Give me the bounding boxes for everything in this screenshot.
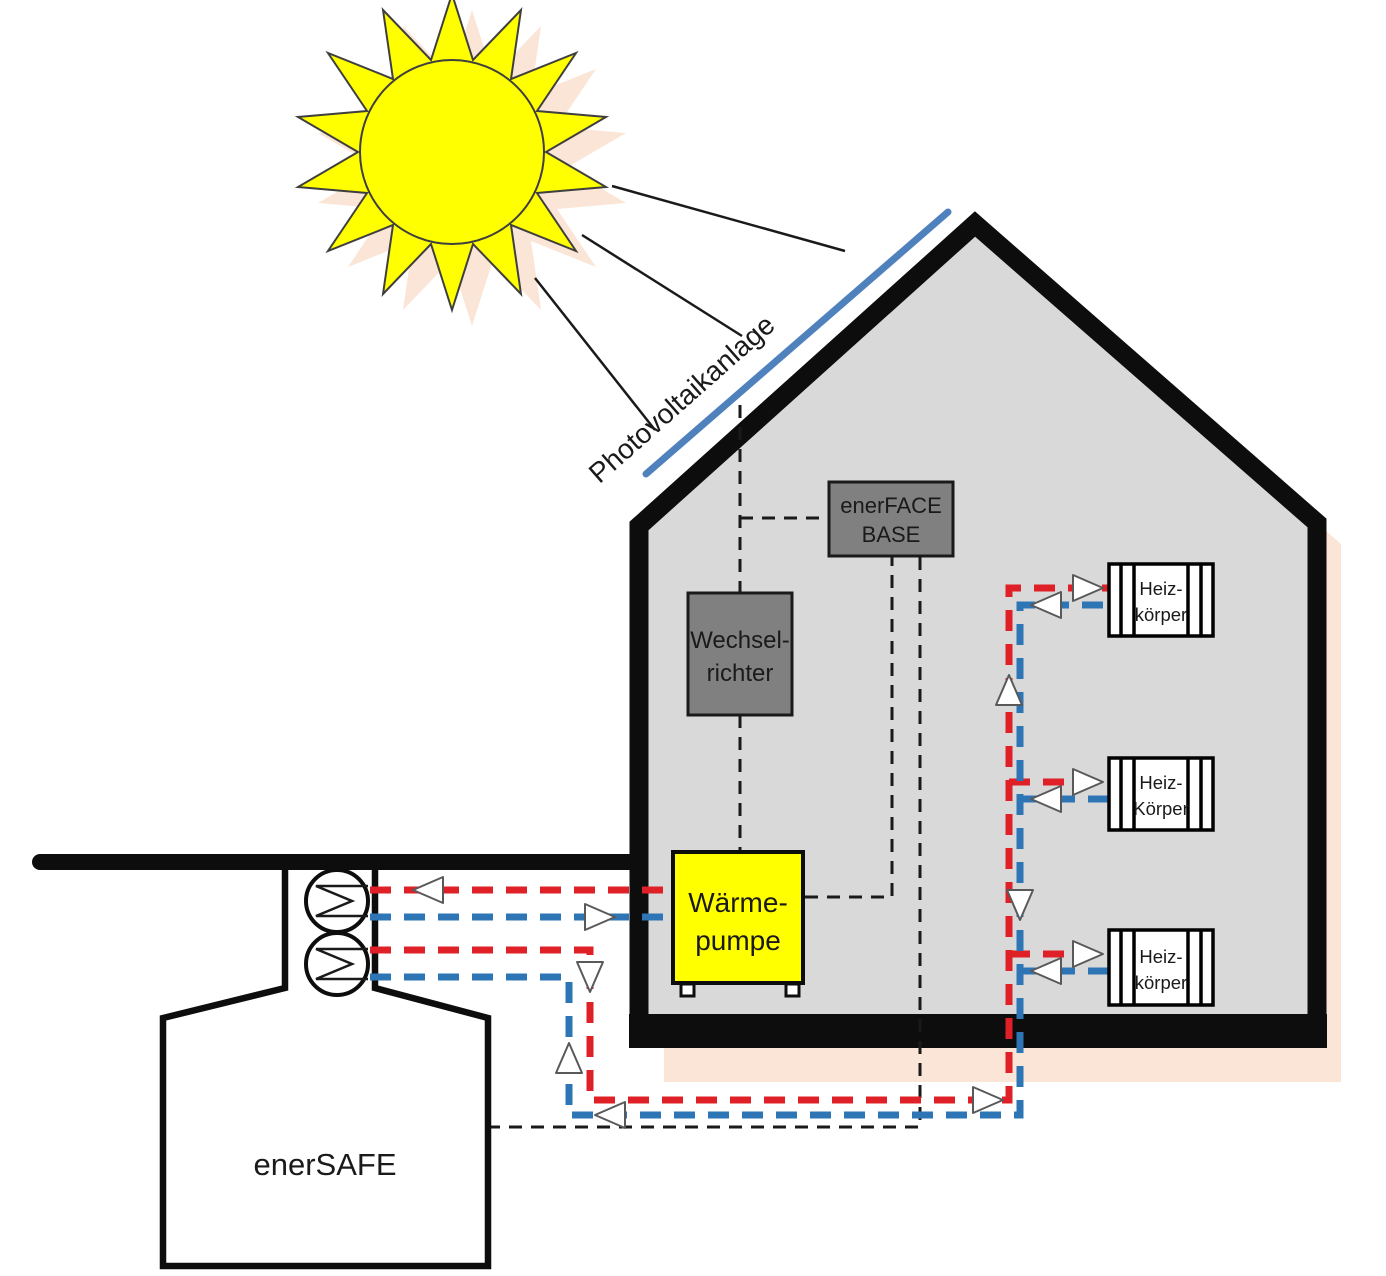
heat-exchanger-lower	[304, 931, 370, 997]
radiator-2-label-line2: Körper	[1133, 798, 1189, 819]
enerface-base-box	[827, 480, 955, 558]
heat-pump-label-line1: Wärme-	[688, 887, 788, 918]
heat-pump-unit: Wärme- pumpe	[671, 850, 805, 998]
radiator-1-body	[1107, 562, 1215, 638]
arrow-down-supply-drop	[576, 961, 604, 993]
inverter-label-line2: richter	[707, 660, 774, 687]
arrow-down-return-riser	[1006, 889, 1034, 921]
heat-pump-box	[671, 850, 805, 985]
heat-exchanger-upper	[304, 868, 370, 934]
arrow-left-radiator-3-out	[1030, 957, 1062, 985]
radiator-2-body	[1107, 756, 1215, 832]
heat-exchanger-upper-circle	[304, 868, 370, 934]
radiator-3: Heiz- körper	[1107, 928, 1215, 1007]
radiator-3-label-line2: körper	[1135, 972, 1187, 993]
enerface-to-heatpump-line	[805, 557, 894, 899]
arrow-left-return-bottom	[594, 1101, 626, 1129]
electric-lines	[489, 405, 922, 1129]
sun-beams	[534, 184, 846, 431]
arrow-right-radiator-3-in	[1072, 940, 1104, 968]
sun-beam-2	[581, 233, 743, 338]
arrow-right-supply-bottom	[972, 1086, 1004, 1114]
arrow-left-radiator-2-out	[1030, 785, 1062, 813]
radiator-3-label-line1: Heiz-	[1139, 946, 1182, 967]
heat-exchanger-lower-circle	[304, 931, 370, 997]
enerface-base-unit: enerFACE BASE	[827, 480, 955, 558]
radiator-3-body	[1107, 928, 1215, 1007]
heat-exchanger-upper-coil	[315, 884, 368, 918]
heat-pump-foot-left	[679, 982, 696, 998]
sun-beam-1	[611, 184, 846, 253]
heat-pump-foot-right	[784, 982, 801, 998]
flow-arrows	[412, 574, 1104, 1129]
heat-exchanger-lower-coil	[315, 947, 368, 981]
arrow-up-return-to-tank	[555, 1042, 583, 1074]
pv-panel	[642, 208, 952, 478]
arrow-left-radiator-1-out	[1030, 591, 1062, 619]
inverter-box	[686, 591, 794, 717]
heat-pump-label-line2: pumpe	[695, 925, 781, 956]
arrow-right-radiator-2-in	[1072, 768, 1104, 796]
arrow-right-radiator-1-in	[1072, 574, 1104, 602]
inverter-unit: Wechsel- richter	[686, 591, 794, 717]
arrow-up-supply-riser	[995, 674, 1023, 706]
radiator-1-label-line2: körper	[1135, 604, 1187, 625]
enersafe-label: enerSAFE	[253, 1147, 396, 1182]
enerface-base-label-line2: BASE	[862, 522, 921, 547]
sun-beam-3	[534, 277, 656, 431]
radiator-1-label-line1: Heiz-	[1139, 578, 1182, 599]
radiator-2: Heiz- Körper	[1107, 756, 1215, 832]
inverter-label-line1: Wechsel-	[690, 627, 790, 654]
sun	[294, 0, 626, 326]
radiator-1: Heiz- körper	[1107, 562, 1215, 638]
radiator-2-label-line1: Heiz-	[1139, 772, 1182, 793]
enersafe-tank	[159, 870, 492, 1270]
arrow-right-return-to-heatpump	[584, 903, 616, 931]
supply-tank-to-radiator-riser	[370, 584, 1110, 1104]
arrow-left-supply-to-tank	[412, 876, 444, 904]
enerface-base-label-line1: enerFACE	[840, 493, 942, 518]
sun-disc	[359, 59, 545, 245]
